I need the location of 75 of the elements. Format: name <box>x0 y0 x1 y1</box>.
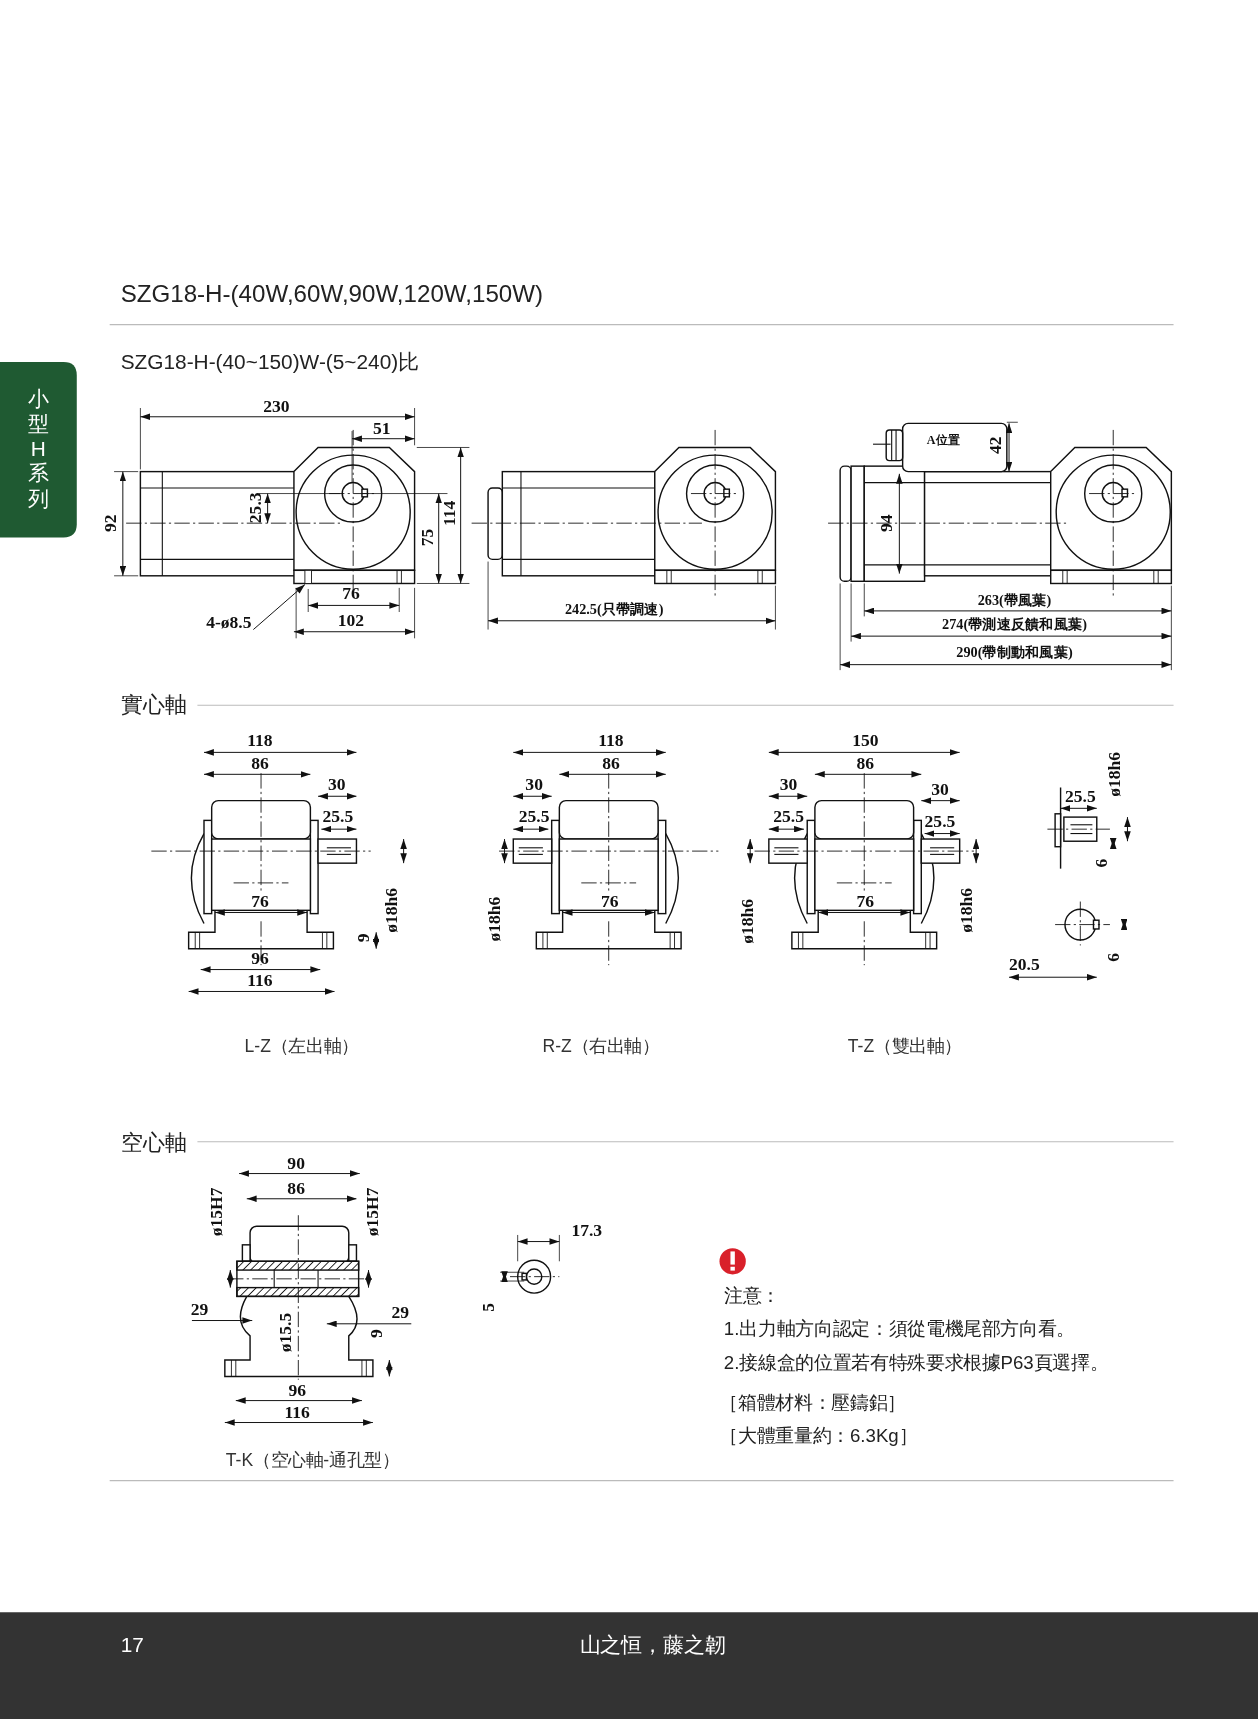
dimension-label: 75 <box>418 528 437 547</box>
dimension-label: 76 <box>342 585 360 604</box>
dimension-label: 29 <box>190 1300 209 1319</box>
dimension-label: ø18h6 <box>1106 751 1125 797</box>
dimension-label: 25.5 <box>924 812 956 831</box>
dimension-label: ø15H7 <box>207 1187 227 1237</box>
view-caption: L-Z（左出軸） <box>244 1038 359 1057</box>
view-caption: T-K（空心軸-通孔型） <box>225 1451 400 1471</box>
view-caption: T-Z（雙出軸） <box>847 1038 962 1057</box>
leader-line <box>252 584 306 631</box>
dimension-label: 30 <box>779 776 798 795</box>
dimension-label: 6 <box>1093 858 1112 868</box>
page-title: SZG18-H-(40W,60W,90W,120W,150W) <box>120 281 544 307</box>
footer-slogan: 山之恒，藤之韌 <box>579 1634 726 1657</box>
dimension-label: 102 <box>337 611 365 630</box>
dimension-label: 118 <box>247 732 273 751</box>
dimension-label: 30 <box>327 776 346 795</box>
dimension-label: 92 <box>101 514 120 532</box>
dimension-label: 76 <box>601 892 619 911</box>
dimension-label: 96 <box>251 949 269 968</box>
side-tab-label: 小型H系列 <box>26 387 50 513</box>
dimension-label: 230 <box>263 397 290 417</box>
dimension-label: 114 <box>440 500 459 526</box>
dimension-label: 90 <box>287 1154 305 1173</box>
dimension-label: 6 <box>1105 953 1124 962</box>
dimension-label: 116 <box>284 1403 310 1422</box>
dimension-label: 96 <box>288 1381 306 1400</box>
page-number: 17 <box>120 1634 144 1657</box>
note-text: 1.出力軸方向認定：須從電機尾部方向看。 <box>723 1319 1076 1340</box>
dimension-label: 76 <box>251 892 269 911</box>
dimension-label: 242.5(只帶調速) <box>564 602 664 618</box>
dimension-label: ø15H7 <box>363 1187 383 1237</box>
dimension-label: 42 <box>986 436 1006 455</box>
section-heading: 實心軸 <box>120 693 187 717</box>
dimension-label: ø18h6 <box>382 887 401 933</box>
dimension-label: 116 <box>247 971 273 990</box>
dimension-label: 51 <box>372 419 391 439</box>
dimension-label: 150 <box>852 732 879 751</box>
note-text: 2.接線盒的位置若有特殊要求根據P63頁選擇。 <box>723 1353 1109 1374</box>
dimension-label: ø18h6 <box>958 887 977 933</box>
dimension-label: 290(帶制動和風葉) <box>956 645 1073 661</box>
dimension-label: 118 <box>598 732 624 751</box>
dimension-label: 86 <box>287 1179 305 1199</box>
note-text: ［箱體材料：壓鑄鋁］ <box>719 1394 906 1414</box>
dimension-label: 274(帶測速反饋和風葉) <box>942 616 1087 632</box>
junction-box-label: A位置 <box>926 434 960 448</box>
dimension-label: 17.3 <box>571 1221 603 1240</box>
dimension-label: ø18h6 <box>738 898 758 944</box>
dimension-label: 29 <box>391 1303 410 1323</box>
dimension-label: 86 <box>602 755 620 774</box>
view-caption: R-Z（右出軸） <box>542 1038 660 1057</box>
dimension-label: 30 <box>525 776 543 795</box>
section-heading: 空心軸 <box>120 1131 187 1155</box>
dimension-label: 25.5 <box>518 807 550 827</box>
dimension-label: 86 <box>856 755 875 774</box>
dimension-label: 25.3 <box>246 492 265 524</box>
dimension-label: 76 <box>856 892 875 911</box>
model-subtitle: SZG18-H-(40~150)W-(5~240)比 <box>120 351 420 373</box>
dimension-label: 5 <box>479 1302 499 1312</box>
dimension-label: 9 <box>368 1329 387 1339</box>
note-text: 注意： <box>723 1286 780 1307</box>
dimension-label: 25.5 <box>1064 788 1096 807</box>
dimension-label: ø15.5 <box>277 1312 296 1353</box>
callout-label: 4-ø8.5 <box>206 613 252 633</box>
note-text: ［大體重量約：6.3Kg］ <box>719 1427 918 1447</box>
dimension-label: 263(帶風葉) <box>977 592 1052 608</box>
dimension-label: 20.5 <box>1009 955 1040 975</box>
dimension-label: ø18h6 <box>485 896 504 942</box>
dimension-label: 25.5 <box>322 807 354 827</box>
dimension-label: 30 <box>931 780 949 799</box>
mounting-hole <box>304 569 312 584</box>
dimension-label: 94 <box>878 514 897 532</box>
dimension-label: 86 <box>251 755 269 774</box>
dimension-label: 9 <box>354 933 374 943</box>
dimension-label: 25.5 <box>773 807 804 827</box>
